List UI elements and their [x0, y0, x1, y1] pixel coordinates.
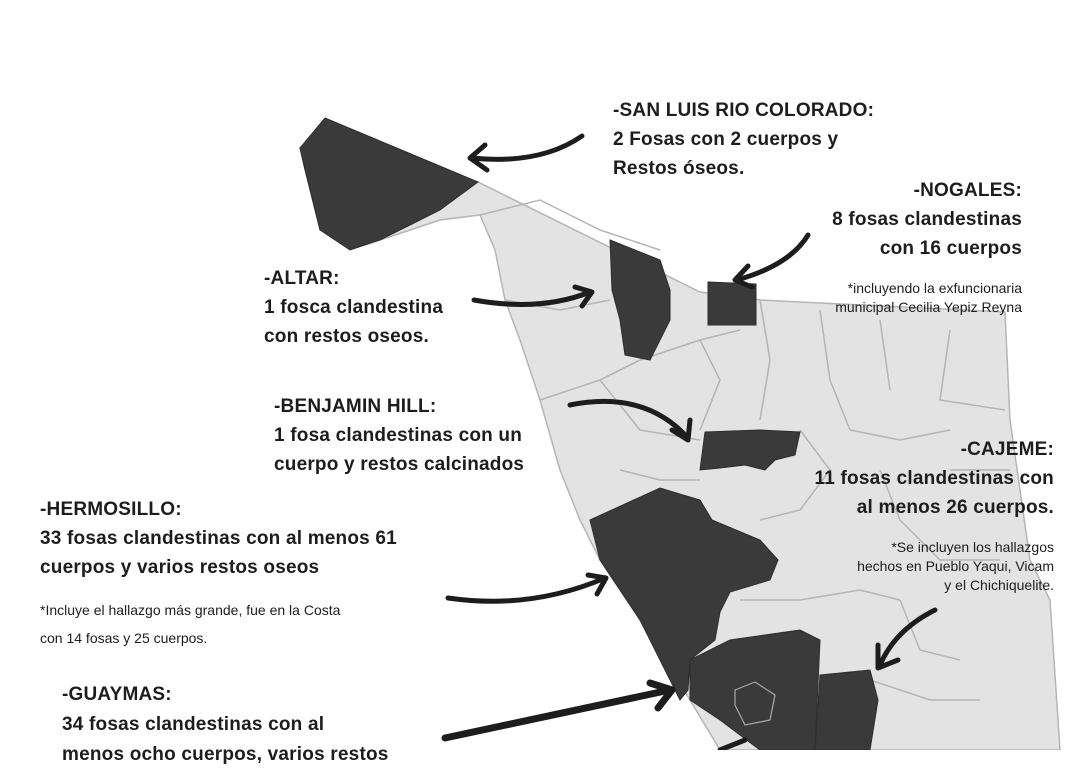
note-line: y el Chichiquelite. [944, 577, 1054, 593]
region-guaymas [689, 629, 821, 750]
note-line: *incluyendo la exfuncionaria [847, 280, 1022, 296]
label-line: Restos óseos. [613, 158, 745, 179]
region-hermosillo [589, 487, 779, 701]
note-line: *Incluye el hallazgo más grande, fue en … [40, 602, 341, 618]
arrow-cajeme [875, 607, 938, 671]
note-hermosillo: *Incluye el hallazgo más grande, fue en … [40, 596, 340, 652]
arrow-benjamin-hill [567, 398, 693, 443]
note-line: hechos en Pueblo Yaqui, Vicam [857, 558, 1054, 574]
sonora-map [298, 117, 1061, 750]
label-guaymas: -GUAYMAS: 34 fosas clandestinas con al m… [62, 680, 389, 770]
label-line: 11 fosas clandestinas con [814, 468, 1054, 489]
arrow-hermosillo [445, 572, 609, 604]
label-line: 1 fosca clandestina [264, 297, 444, 318]
label-line: 2 Fosas con 2 cuerpos y [613, 129, 839, 150]
label-line: 1 fosa clandestinas con un [274, 425, 523, 446]
label-title: -SAN LUIS RIO COLORADO: [613, 100, 875, 121]
label-title: -CAJEME: [960, 439, 1054, 460]
label-title: -GUAYMAS: [62, 684, 172, 705]
note-line: con 14 fosas y 25 cuerpos. [40, 630, 208, 646]
label-title: -NOGALES: [913, 180, 1022, 201]
label-line: menos ocho cuerpos, varios restos [62, 744, 389, 765]
label-title: -HERMOSILLO: [40, 499, 182, 520]
arrow-nogales [732, 232, 811, 290]
municipal-borders [479, 199, 1010, 701]
label-line: 34 fosas clandestinas con al [62, 714, 325, 735]
note-line: *Se incluyen los hallazgos [891, 539, 1054, 555]
label-line: cuerpo y restos calcinados [274, 454, 525, 475]
note-line: municipal Cecilia Yepiz Reyna [835, 299, 1022, 315]
arrow-san-luis [467, 133, 585, 173]
label-title: -ALTAR: [264, 268, 340, 289]
label-cajeme: -CAJEME: 11 fosas clandestinas con al me… [815, 435, 1054, 522]
arrow-altar [471, 284, 595, 309]
label-altar: -ALTAR: 1 fosca clandestina con restos o… [264, 264, 443, 351]
region-san-luis-rio-colorado [299, 117, 480, 251]
label-hermosillo: -HERMOSILLO: 33 fosas clandestinas con a… [40, 495, 397, 582]
label-title: -BENJAMIN HILL: [274, 396, 437, 417]
region-nogales [707, 281, 757, 326]
label-line: cuerpos y varios restos oseos [40, 557, 320, 578]
label-line: al menos 26 cuerpos. [856, 497, 1054, 518]
arrow-bottom [717, 737, 748, 750]
region-altar [609, 239, 671, 361]
label-nogales: -NOGALES: 8 fosas clandestinas con 16 cu… [832, 176, 1022, 263]
label-line: con restos oseos. [264, 326, 429, 347]
label-san-luis: -SAN LUIS RIO COLORADO: 2 Fosas con 2 cu… [613, 96, 874, 183]
label-benjamin-hill: -BENJAMIN HILL: 1 fosa clandestinas con … [274, 392, 524, 479]
note-nogales: *incluyendo la exfuncionaria municipal C… [835, 279, 1022, 317]
note-cajeme: *Se incluyen los hallazgos hechos en Pue… [857, 538, 1054, 595]
region-benjamin-hill [699, 429, 801, 471]
label-line: 33 fosas clandestinas con al menos 61 [40, 528, 397, 549]
label-line: con 16 cuerpos [879, 238, 1022, 259]
region-cajeme [814, 669, 879, 750]
label-line: 8 fosas clandestinas [832, 209, 1022, 230]
arrow-guaymas [441, 679, 676, 742]
